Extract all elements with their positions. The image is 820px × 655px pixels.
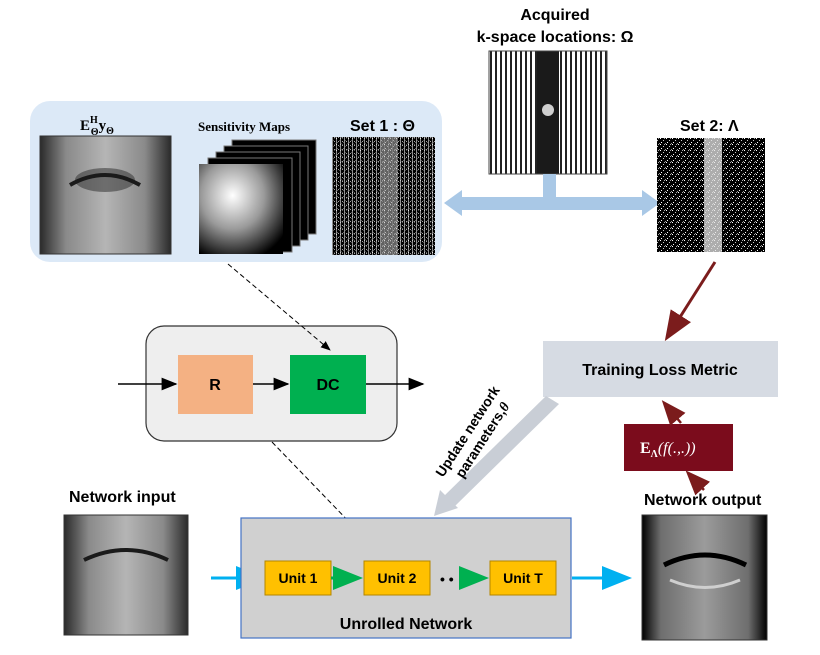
kspace-title-line1: Acquired (520, 7, 589, 24)
eval-to-loss-arrow (661, 400, 686, 426)
kspace-title-line2: k-space locations: Ω (477, 29, 634, 46)
eval-loss-box (624, 424, 733, 471)
set1-label: Set 1 : Θ (350, 118, 415, 135)
kspace-split-arrow (444, 174, 660, 216)
network-output-image (641, 514, 768, 641)
unit-2-block (363, 560, 431, 596)
dc-block (290, 355, 366, 414)
zero-filled-knee-image (39, 135, 172, 255)
ellipsis-dots: • • (440, 571, 454, 587)
set1-mask-image (332, 137, 435, 255)
set2-to-loss-arrow (664, 261, 717, 342)
training-loss-box (543, 341, 778, 397)
unit-1-block (264, 560, 332, 596)
unit-t-block (489, 560, 557, 596)
sensitivity-maps-stack (199, 139, 317, 254)
update-parameters-arrow (434, 396, 559, 516)
set2-mask-image (657, 138, 765, 252)
dc-block-label: DC (316, 377, 340, 394)
eval-loss-label: EΛ(f(.,.)) (640, 440, 696, 460)
r-block-label: R (209, 377, 221, 394)
unit-2-label: Unit 2 (378, 570, 417, 586)
training-loss-label: Training Loss Metric (582, 362, 738, 379)
unit-1-label: Unit 1 (279, 570, 318, 586)
dashed-arrow-to-dc (227, 263, 331, 351)
network-input-image (63, 514, 189, 636)
sensitivity-maps-label: Sensitivity Maps (198, 119, 290, 134)
output-to-eval-arrow (685, 470, 710, 496)
set2-label: Set 2: Λ (680, 118, 739, 135)
unit-t-label: Unit T (503, 570, 543, 586)
acquired-kspace-image (488, 50, 608, 175)
r-block (178, 355, 253, 414)
unrolled-network-label: Unrolled Network (340, 616, 473, 633)
network-output-label: Network output (644, 492, 762, 509)
network-input-label: Network input (69, 489, 176, 506)
